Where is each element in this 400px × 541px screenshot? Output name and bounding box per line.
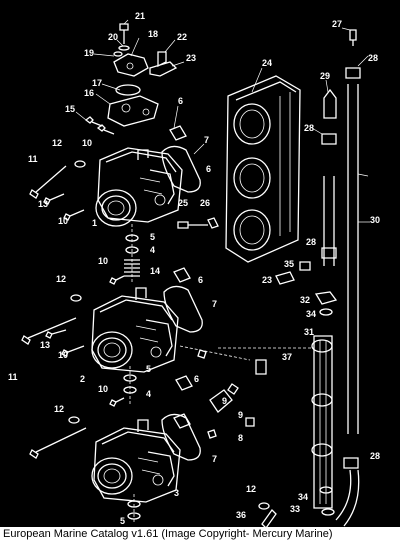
callout-26: 26 (200, 198, 210, 208)
callout-4-a: 4 (150, 245, 155, 255)
intake-manifold (225, 75, 301, 263)
callout-12-d: 12 (246, 484, 256, 494)
callout-4-b: 4 (146, 389, 151, 399)
callout-5-a: 5 (150, 232, 155, 242)
callout-6-a: 6 (178, 96, 183, 106)
callout-10-c: 10 (98, 256, 108, 266)
callout-34-a: 34 (306, 309, 316, 319)
callout-28-b: 28 (304, 123, 314, 133)
callout-25: 25 (178, 198, 188, 208)
callout-1: 1 (92, 218, 97, 228)
callout-6-d: 6 (194, 374, 199, 384)
copyright-footer: European Marine Catalog v1.61 (Image Cop… (0, 527, 400, 541)
callout-11-b: 11 (8, 372, 18, 382)
callout-17: 17 (92, 78, 102, 88)
callout-35: 35 (284, 259, 294, 269)
callout-30: 30 (370, 215, 380, 225)
leader-lines (75, 19, 370, 223)
callout-13-a: 13 (38, 199, 48, 209)
callout-2: 2 (80, 374, 85, 384)
callout-18: 18 (148, 29, 158, 39)
callout-10-b: 10 (58, 216, 68, 226)
fitting-8-9 (197, 349, 270, 510)
bolts (21, 160, 125, 459)
callout-8-a: 6 (206, 164, 211, 174)
callout-36: 36 (236, 510, 246, 520)
callout-28-a: 28 (368, 53, 378, 63)
callout-15: 15 (65, 104, 75, 114)
callout-12-a: 12 (52, 138, 62, 148)
callout-12-c: 12 (54, 404, 64, 414)
callout-3: 3 (174, 488, 179, 498)
callout-23-b: 23 (262, 275, 272, 285)
callout-10-a: 10 (82, 138, 92, 148)
callout-29: 29 (320, 71, 330, 81)
callout-20: 20 (108, 32, 118, 42)
callout-37: 37 (282, 352, 292, 362)
callout-12-b: 12 (56, 274, 66, 284)
callout-5-b: 5 (146, 364, 151, 374)
callout-21: 21 (135, 11, 145, 21)
callout-labels: 21 20 18 22 19 23 17 16 15 24 27 28 29 2… (8, 11, 380, 526)
callout-27: 27 (332, 19, 342, 29)
callout-14: 14 (150, 266, 160, 276)
callout-7-b: 7 (212, 299, 217, 309)
callout-13-b: 13 (40, 340, 50, 350)
callout-6-c: 6 (198, 275, 203, 285)
callout-22: 22 (177, 32, 187, 42)
callout-28-c: 28 (306, 237, 316, 247)
fuel-rail-assembly (179, 29, 361, 530)
sleeves-and-gaskets (161, 125, 203, 461)
callout-23-top: 23 (186, 53, 196, 63)
callout-16: 16 (84, 88, 94, 98)
callout-19: 19 (84, 48, 94, 58)
callout-33: 33 (290, 504, 300, 514)
callout-8: 8 (238, 433, 243, 443)
linkage-parts (123, 224, 141, 524)
callout-11-a: 11 (28, 154, 38, 164)
callout-28-d: 28 (370, 451, 380, 461)
carburetor-2 (91, 287, 179, 373)
carburetor-3 (91, 419, 181, 503)
callout-32: 32 (300, 295, 310, 305)
top-fitting-assembly (84, 23, 178, 135)
callout-34-b: 34 (298, 492, 308, 502)
callout-31: 31 (304, 327, 314, 337)
callout-7-c: 7 (212, 454, 217, 464)
callout-5-c: 5 (120, 516, 125, 526)
screw-25-26 (177, 217, 219, 229)
callout-9-a: 9 (222, 396, 227, 406)
callout-10-d: 10 (58, 350, 68, 360)
callout-10-e: 10 (98, 384, 108, 394)
callout-9-b: 9 (238, 410, 243, 420)
callout-24: 24 (262, 58, 272, 68)
callout-7-a: 7 (204, 135, 209, 145)
carburetor-1 (95, 147, 183, 227)
